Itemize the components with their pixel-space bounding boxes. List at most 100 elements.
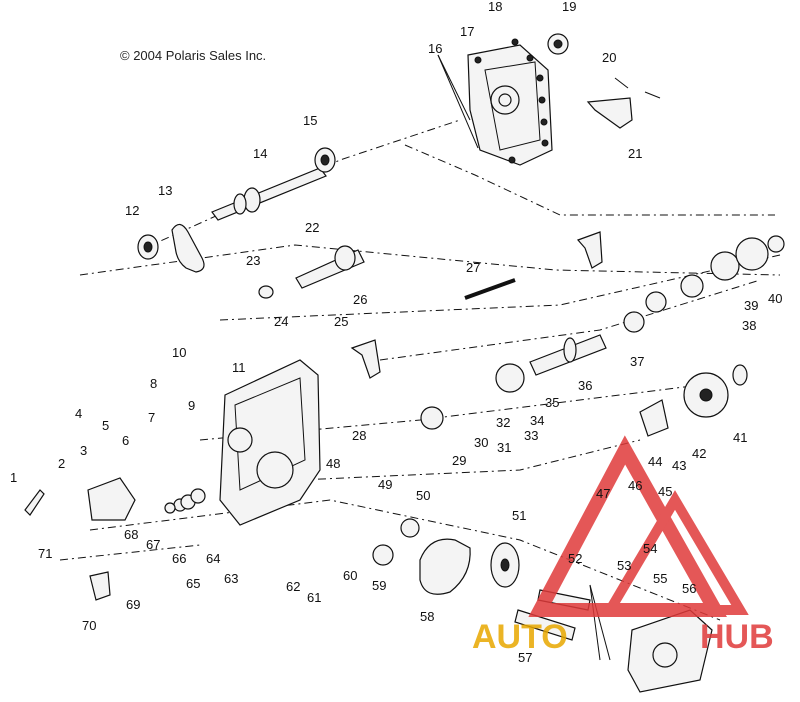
callout-66: 66 [172, 551, 186, 566]
gears-64-67 [164, 488, 206, 514]
callout-1: 1 [10, 470, 17, 485]
callout-40: 40 [768, 291, 782, 306]
callout-58: 58 [420, 609, 434, 624]
callout-28: 28 [352, 428, 366, 443]
callout-50: 50 [416, 488, 430, 503]
watermark-logo: AUTO HUB [472, 435, 774, 656]
callout-3: 3 [80, 443, 87, 458]
callout-12: 12 [125, 203, 139, 218]
callout-34: 34 [530, 413, 544, 428]
shift-fork-25-upper [576, 231, 603, 269]
belt-58 [419, 538, 471, 595]
callout-2: 2 [58, 456, 65, 471]
callout-49: 49 [378, 477, 392, 492]
callout-5: 5 [102, 418, 109, 433]
copyright-notice: © 2004 Polaris Sales Inc. [120, 48, 267, 63]
pulley-51 [490, 542, 520, 588]
lower-cover-56 [627, 609, 713, 693]
callout-68: 68 [124, 527, 138, 542]
callout-9: 9 [188, 398, 195, 413]
callout-39: 39 [744, 298, 758, 313]
shaft-36 [529, 334, 607, 376]
callout-60: 60 [343, 568, 357, 583]
callout-4: 4 [75, 406, 82, 421]
callout-22: 22 [305, 220, 319, 235]
callout-70: 70 [82, 618, 96, 633]
watermark-text-left: AUTO [472, 618, 568, 656]
callout-71: 71 [38, 546, 52, 561]
upper-cover-17 [467, 38, 553, 166]
callout-45: 45 [658, 484, 672, 499]
gear-50 [400, 518, 420, 538]
callout-47: 47 [596, 486, 610, 501]
rod-27 [464, 278, 516, 300]
callout-57: 57 [518, 650, 532, 665]
watermark-text-right: HUB [700, 618, 774, 656]
bearing-12-left [137, 234, 159, 260]
shaft-14 [211, 167, 327, 221]
callout-51: 51 [512, 508, 526, 523]
clip-23 [258, 285, 274, 299]
callout-43: 43 [672, 458, 686, 473]
gear-19 [547, 33, 569, 55]
callout-56: 56 [682, 581, 696, 596]
callout-62: 62 [286, 579, 300, 594]
part-69 [89, 571, 111, 601]
bearing-12-right [732, 364, 748, 386]
callout-30: 30 [474, 435, 488, 450]
callout-41: 41 [733, 430, 747, 445]
cover-43 [639, 399, 669, 437]
callout-67: 67 [146, 537, 160, 552]
callout-35: 35 [545, 395, 559, 410]
callout-33: 33 [524, 428, 538, 443]
callout-27: 27 [466, 260, 480, 275]
callout-69: 69 [126, 597, 140, 612]
callout-55: 55 [653, 571, 667, 586]
callout-48: 48 [326, 456, 340, 471]
callout-17: 17 [460, 24, 474, 39]
shaft-57 [514, 609, 576, 641]
gear-stack [420, 235, 785, 430]
callout-32: 32 [496, 415, 510, 430]
callout-61: 61 [307, 590, 321, 605]
bracket-21 [586, 77, 661, 129]
main-case-11 [219, 359, 321, 526]
callout-59: 59 [372, 578, 386, 593]
shaft-22 [295, 245, 365, 289]
callout-23: 23 [246, 253, 260, 268]
callout-20: 20 [602, 50, 616, 65]
callout-16: 16 [428, 41, 442, 56]
callout-21: 21 [628, 146, 642, 161]
callout-26: 26 [353, 292, 367, 307]
gear-59 [372, 544, 394, 566]
callout-18: 18 [488, 0, 502, 14]
callout-7: 7 [148, 410, 155, 425]
bearing-15 [314, 147, 336, 173]
callout-24: 24 [274, 314, 288, 329]
callout-42: 42 [692, 446, 706, 461]
callout-25: 25 [334, 314, 348, 329]
callout-65: 65 [186, 576, 200, 591]
shift-fork-25-lower [350, 339, 381, 379]
callout-52: 52 [568, 551, 582, 566]
gear-41 [683, 372, 729, 418]
callout-10: 10 [172, 345, 186, 360]
callout-15: 15 [303, 113, 317, 128]
callout-36: 36 [578, 378, 592, 393]
chain-13 [171, 223, 205, 273]
callout-13: 13 [158, 183, 172, 198]
callout-46: 46 [628, 478, 642, 493]
callout-14: 14 [253, 146, 267, 161]
callout-63: 63 [224, 571, 238, 586]
callout-29: 29 [452, 453, 466, 468]
callout-44: 44 [648, 454, 662, 469]
strap-71 [24, 489, 45, 516]
callout-64: 64 [206, 551, 220, 566]
callout-31: 31 [497, 440, 511, 455]
housing-4 [87, 477, 136, 521]
callout-38: 38 [742, 318, 756, 333]
callout-37: 37 [630, 354, 644, 369]
callout-54: 54 [643, 541, 657, 556]
